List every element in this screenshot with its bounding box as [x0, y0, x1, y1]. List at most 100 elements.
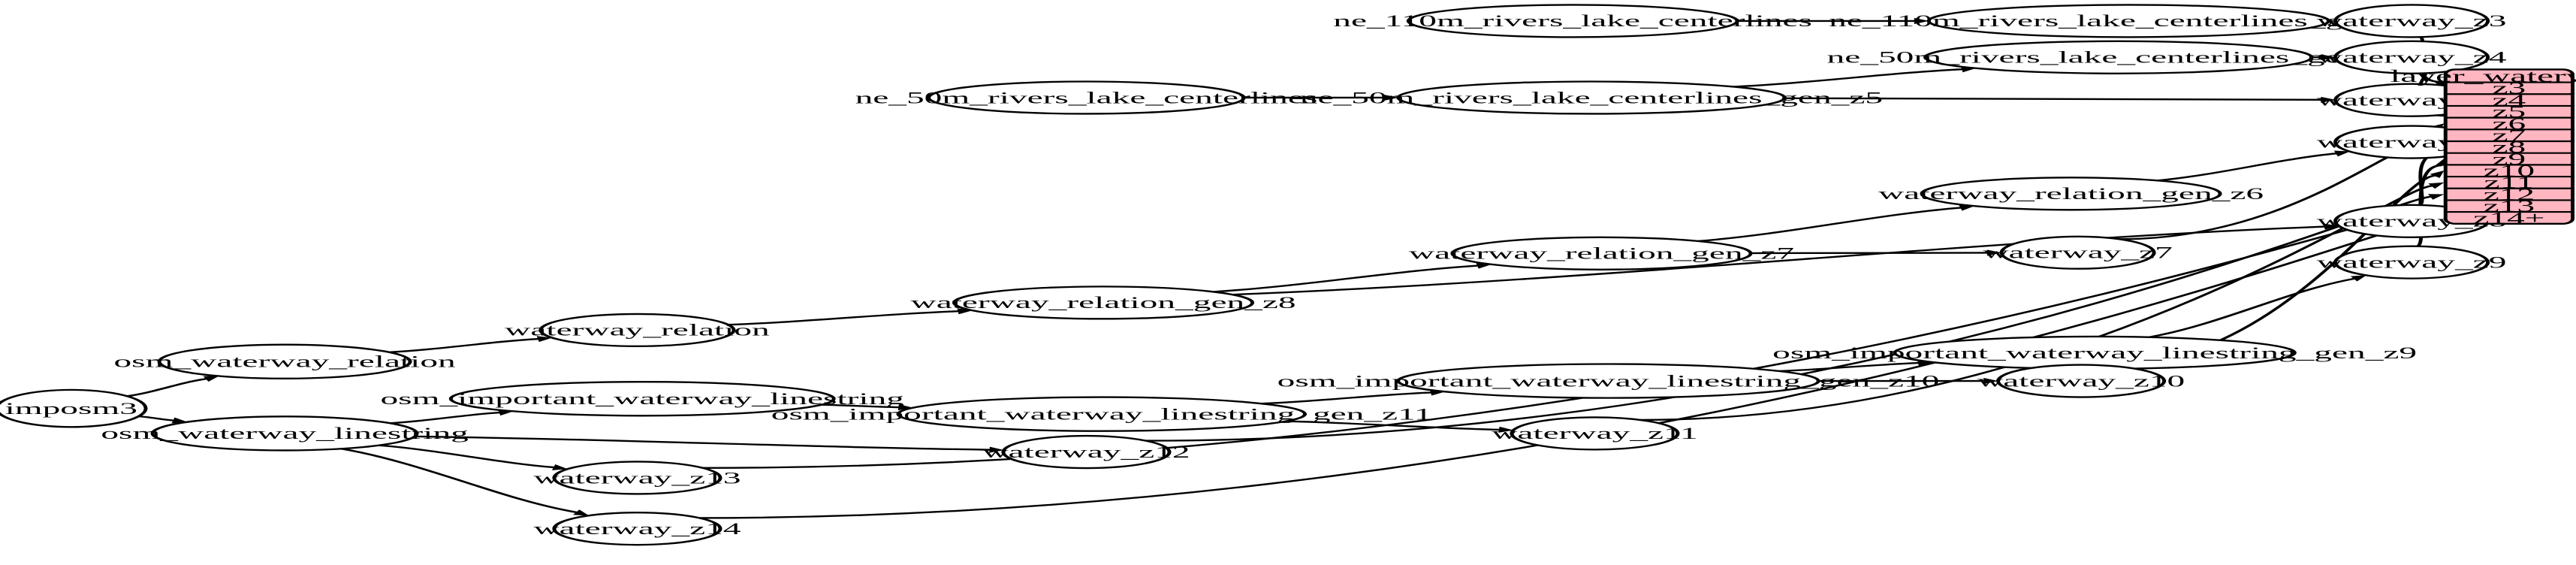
node-shape: [0, 388, 148, 428]
edge-osm_important_waterway_linestring_gen_z10-to-osm_important_waterway_linestring_gen_z9: [1778, 361, 1920, 373]
node-imposm3[interactable]: imposm3: [0, 388, 148, 428]
node-ne_110m_rivers_lake_centerlines_gen_z3[interactable]: ne_110m_rivers_lake_centerlines_gen_z3: [1829, 4, 2428, 38]
edge-osm_waterway_relation-to-waterway_relation: [389, 337, 539, 354]
node-shape: [150, 415, 419, 452]
node-shape: [538, 313, 736, 348]
node-shape: [1510, 416, 1680, 451]
node-shape: [1396, 363, 1820, 399]
layer-waterway-title: layer_waterway: [2390, 66, 2576, 86]
node-waterway_relation[interactable]: waterway_relation: [505, 313, 770, 348]
edge-arrowhead: [2321, 96, 2336, 103]
node-label: osm_waterway_linestring: [101, 425, 469, 443]
node-label: waterway_z3: [2317, 12, 2507, 31]
edge-arrowhead: [551, 464, 569, 470]
node-label: waterway_relation: [505, 321, 770, 340]
edge-arrowhead: [2323, 223, 2339, 230]
edge-waterway_z11-to-layer_waterway_z11: [1640, 185, 2433, 421]
node-osm_important_waterway_linestring[interactable]: osm_important_waterway_linestring: [381, 380, 904, 417]
edge-arrowhead: [2321, 54, 2336, 61]
edge-ne_50m_rivers_lake_centerlines_gen_z5-to-waterway_z5: [1784, 97, 2322, 101]
node-ne_50m_rivers_lake_centerlines_gen_z4[interactable]: ne_50m_rivers_lake_centerlines_gen_z4: [1827, 40, 2410, 74]
edge-arrowhead: [2333, 150, 2351, 157]
node-waterway_relation_gen_z6[interactable]: waterway_relation_gen_z6: [1878, 177, 2264, 211]
edge-osm_important_waterway_linestring-to-osm_important_waterway_linestring_gen_z11: [821, 403, 900, 409]
node-waterway_relation_gen_z8[interactable]: waterway_relation_gen_z8: [910, 286, 1296, 320]
node-waterway_z13[interactable]: waterway_z13: [533, 461, 741, 495]
table-row-z14plus[interactable]: z14+: [2473, 209, 2544, 228]
edge-osm_waterway_linestring-to-waterway_z13: [379, 444, 555, 469]
node-shape: [1926, 4, 2331, 38]
node-shape: [1396, 80, 1787, 115]
node-label: waterway_z14: [533, 520, 741, 539]
edge-osm_waterway_linestring-to-waterway_z14: [340, 448, 578, 514]
node-shape: [1923, 40, 2314, 74]
layer-waterway-outline: [2443, 68, 2574, 225]
node-ne_110m_rivers_lake_centerlines[interactable]: ne_110m_rivers_lake_centerlines: [1333, 4, 1812, 38]
layer-waterway-table: layer_waterwayz3z4z5z6z7z8z9z10z11z12z13…: [2390, 66, 2576, 227]
node-label: waterway_relation_gen_z8: [910, 294, 1296, 313]
node-osm_important_waterway_linestring_gen_z11[interactable]: osm_important_waterway_linestring_gen_z1…: [771, 396, 1432, 432]
node-waterway_z10[interactable]: waterway_z10: [1977, 364, 2185, 398]
node-waterway_z4[interactable]: waterway_z4: [2317, 40, 2507, 74]
node-shape: [552, 461, 722, 495]
node-label: waterway_z12: [982, 443, 1190, 461]
node-ne_50m_rivers_lake_centerlines_gen_z5[interactable]: ne_50m_rivers_lake_centerlines_gen_z5: [1300, 80, 1883, 115]
node-osm_important_waterway_linestring_gen_z9[interactable]: osm_important_waterway_linestring_gen_z9: [1772, 335, 2417, 370]
node-label: waterway_z11: [1492, 425, 1698, 443]
edge-arrowhead: [1383, 94, 1399, 101]
edge-osm_important_waterway_linestring_gen_z9-to-waterway_z9: [2148, 277, 2355, 338]
node-shape: [927, 80, 1246, 115]
node-label: osm_important_waterway_linestring: [381, 390, 904, 409]
node-label: waterway_relation_gen_z7: [1409, 244, 1794, 263]
node-ne_50m_rivers_lake_centerlines[interactable]: ne_50m_rivers_lake_centerlines: [855, 80, 1318, 115]
node-waterway_z3[interactable]: waterway_z3: [2317, 4, 2507, 38]
edge-arrowhead: [1986, 249, 2002, 256]
edge-osm_important_waterway_linestring_gen_z11-to-osm_important_waterway_linestring_gen_z10: [1261, 391, 1432, 405]
edge-osm_waterway_linestring-to-osm_important_waterway_linestring: [390, 411, 501, 425]
edge-imposm3-to-osm_waterway_relation: [126, 377, 207, 397]
node-shape: [448, 380, 836, 417]
node-shape: [2333, 245, 2490, 279]
edge-waterway_relation_gen_z7-to-waterway_z7: [1751, 252, 1988, 255]
node-osm_waterway_relation[interactable]: osm_waterway_relation: [113, 343, 456, 380]
edge-osm_waterway_linestring-to-waterway_z12: [415, 435, 991, 451]
node-shape: [1999, 235, 2156, 270]
node-osm_waterway_linestring[interactable]: osm_waterway_linestring: [101, 415, 469, 452]
edge-arrowhead: [573, 509, 590, 516]
edge-waterway_relation-to-waterway_relation_gen_z8: [728, 310, 959, 326]
node-label: waterway_relation_gen_z6: [1878, 185, 2264, 204]
edge-waterway_relation_gen_z8-to-waterway_z8: [1232, 225, 2326, 296]
node-shape: [1001, 434, 1172, 470]
node-shape: [1450, 236, 1753, 270]
node-shape: [552, 511, 722, 546]
node-shape: [2333, 40, 2490, 74]
node-label: imposm3: [5, 399, 137, 418]
edge-arrowhead: [203, 376, 220, 382]
node-label: ne_50m_rivers_lake_centerlines_gen_z4: [1827, 48, 2410, 67]
node-osm_important_waterway_linestring_gen_z10[interactable]: osm_important_waterway_linestring_gen_z1…: [1277, 363, 1940, 399]
edge-waterway_z14-to-layer_waterway_z14_: [699, 219, 2432, 519]
edge-waterway_relation_gen_z8-to-waterway_relation_gen_z7: [1213, 264, 1479, 293]
edge-arrowhead: [2428, 182, 2445, 189]
node-label: osm_waterway_relation: [113, 352, 455, 371]
edge-arrowhead: [536, 336, 553, 343]
node-shape: [2333, 4, 2490, 38]
edge-waterway_relation_gen_z7-to-waterway_relation_gen_z6: [1697, 207, 1962, 243]
node-waterway_z7[interactable]: waterway_z7: [1983, 235, 2173, 270]
node-label: waterway_z9: [2317, 253, 2507, 272]
node-label: waterway_z13: [533, 469, 741, 488]
edge-waterway_z12-to-layer_waterway_z12: [1145, 195, 2432, 442]
node-label: ne_110m_rivers_lake_centerlines_gen_z3: [1829, 12, 2428, 31]
edge-arrowhead: [1498, 426, 1514, 433]
node-waterway_relation_gen_z7[interactable]: waterway_relation_gen_z7: [1409, 236, 1794, 270]
node-waterway_z9[interactable]: waterway_z9: [2317, 245, 2507, 279]
node-label: osm_important_waterway_linestring_gen_z9: [1772, 343, 2417, 362]
edge-arrowhead: [989, 446, 1005, 453]
node-label: ne_50m_rivers_lake_centerlines_gen_z5: [1300, 89, 1883, 107]
node-waterway_z11[interactable]: waterway_z11: [1492, 416, 1698, 451]
nodes-layer: imposm3 osm_waterway_relation osm_waterway…: [0, 4, 2507, 546]
node-waterway_z12[interactable]: waterway_z12: [982, 434, 1190, 470]
node-waterway_z14[interactable]: waterway_z14: [533, 511, 741, 546]
node-shape: [952, 286, 1255, 320]
